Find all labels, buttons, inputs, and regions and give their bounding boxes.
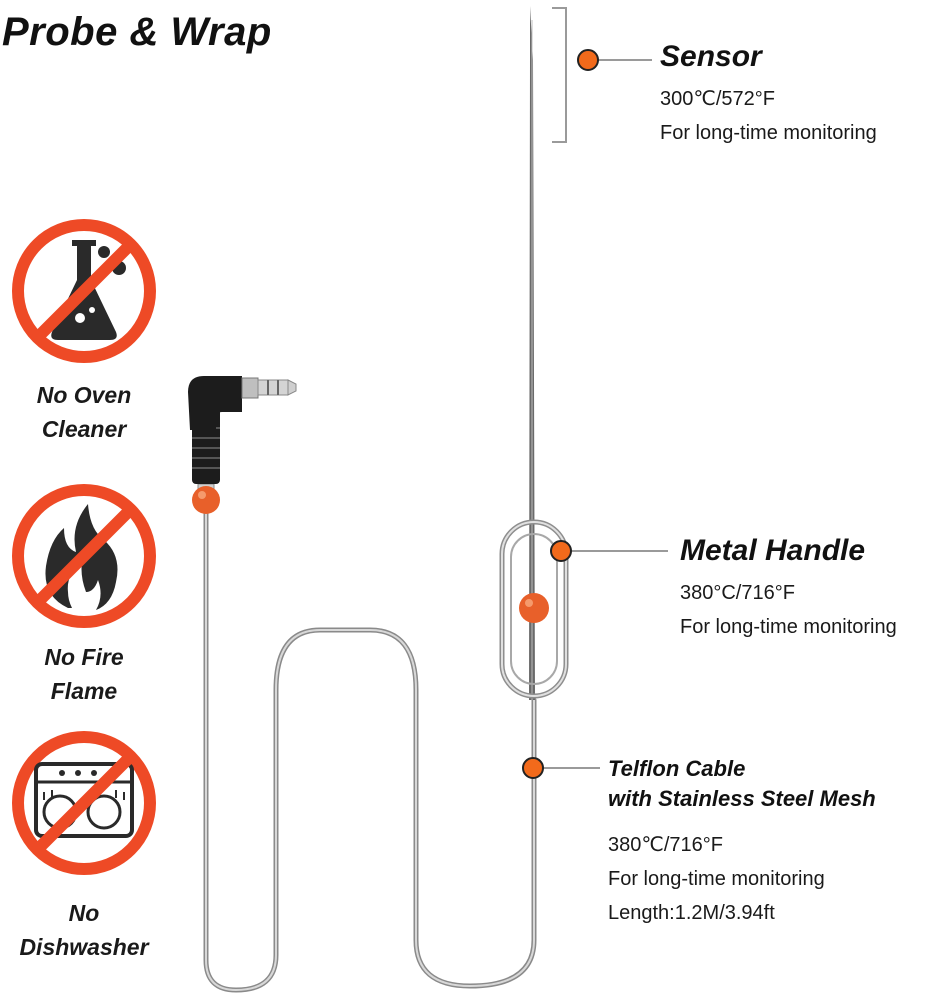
handle-temp: 380°C/716°F bbox=[680, 582, 795, 604]
cable-marker bbox=[522, 757, 544, 779]
handle-note: For long-time monitoring bbox=[680, 616, 897, 638]
fire-flame-icon bbox=[12, 484, 156, 628]
audio-jack-plug bbox=[188, 376, 297, 505]
handle-bead bbox=[519, 593, 549, 623]
handle-callout: Metal Handle 380°C/716°F For long-time m… bbox=[680, 534, 897, 644]
warning-no-oven-cleaner: No Oven Cleaner bbox=[36, 382, 132, 442]
cable-callout: Telflon Cable with Stainless Steel Mesh … bbox=[608, 754, 876, 930]
sensor-callout: Sensor 300℃/572°F For long-time monitori… bbox=[660, 40, 877, 150]
cable-length: Length:1.2M/3.94ft bbox=[608, 902, 775, 924]
oven-cleaner-flask-icon bbox=[12, 219, 156, 363]
handle-title: Metal Handle bbox=[680, 534, 866, 567]
sensor-temp: 300℃/572°F bbox=[660, 88, 775, 110]
cable-title-line1: Telflon Cable bbox=[608, 756, 746, 781]
dishwasher-icon bbox=[12, 731, 156, 875]
warning-no-fire-flame: No Fire Flame bbox=[44, 644, 124, 704]
sensor-marker bbox=[577, 49, 599, 71]
cable-temp: 380℃/716°F bbox=[608, 834, 723, 856]
page-title: Probe & Wrap bbox=[2, 10, 272, 54]
cable-title-line2: with Stainless Steel Mesh bbox=[608, 786, 876, 811]
cable-note: For long-time monitoring bbox=[608, 868, 825, 890]
metal-handle bbox=[499, 519, 569, 699]
cable-bead-marker bbox=[192, 486, 220, 514]
handle-marker bbox=[550, 540, 572, 562]
sensor-title: Sensor bbox=[660, 40, 762, 73]
sensor-note: For long-time monitoring bbox=[660, 122, 877, 144]
probe-cable bbox=[203, 499, 537, 993]
warning-no-dishwasher: No Dishwasher bbox=[19, 900, 149, 960]
probe-needle bbox=[529, 6, 535, 700]
sensor-bracket bbox=[552, 7, 567, 143]
